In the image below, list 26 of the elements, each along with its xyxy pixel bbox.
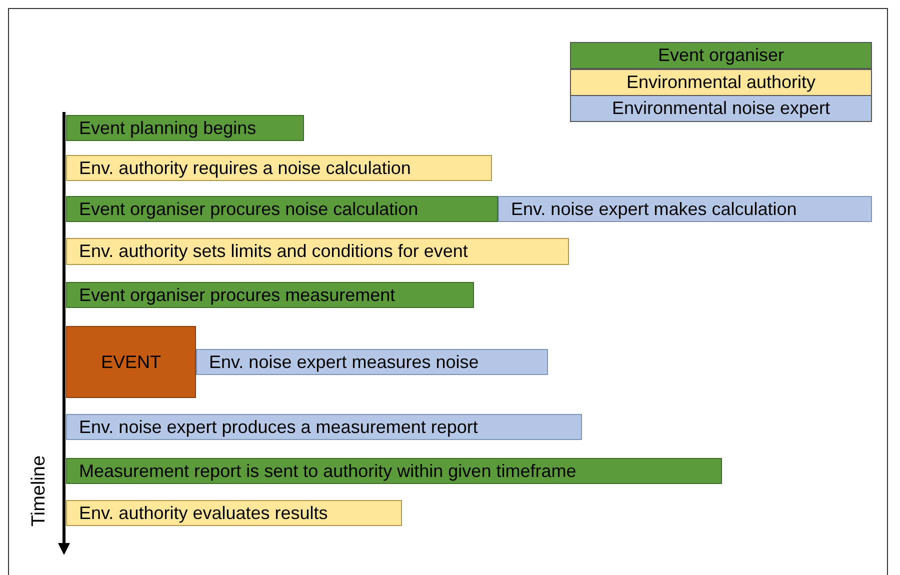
step-text: Env. authority evaluates results xyxy=(79,502,328,524)
timeline-step-box xyxy=(66,196,498,222)
step-text: Event planning begins xyxy=(79,118,256,138)
step-text: Event organiser procures measurement xyxy=(79,284,396,306)
timeline-step-box xyxy=(66,115,304,141)
timeline-step-box xyxy=(66,155,492,181)
timeline-step-box xyxy=(66,458,722,484)
timeline-step-box xyxy=(66,500,402,526)
axis-label: Timeline xyxy=(28,455,51,527)
legend-text: Event organiser xyxy=(658,45,784,66)
step-text: EVENT xyxy=(100,352,161,372)
step-text: Env. noise expert measures noise xyxy=(209,352,479,372)
timeline-step-box xyxy=(498,196,872,222)
step-text: Env. noise expert makes calculation xyxy=(511,198,797,220)
step-text: Env. authority sets limits and conditions for event xyxy=(79,241,468,262)
timeline-step-box xyxy=(66,238,569,265)
legend-text: Environmental authority xyxy=(626,72,816,92)
legend-text: Environmental noise expert xyxy=(612,98,830,119)
step-text: Measurement report is sent to authority within given timeframe xyxy=(79,460,576,482)
step-text: Event organiser procures noise calculation xyxy=(79,198,418,220)
step-text: Env. noise expert produces a measurement report xyxy=(79,416,478,438)
event-box xyxy=(66,326,196,398)
step-text: Env. authority requires a noise calculation xyxy=(79,158,411,178)
timeline-step-box xyxy=(66,414,582,440)
timeline-step-box xyxy=(66,282,474,308)
timeline-step-box xyxy=(196,349,548,375)
